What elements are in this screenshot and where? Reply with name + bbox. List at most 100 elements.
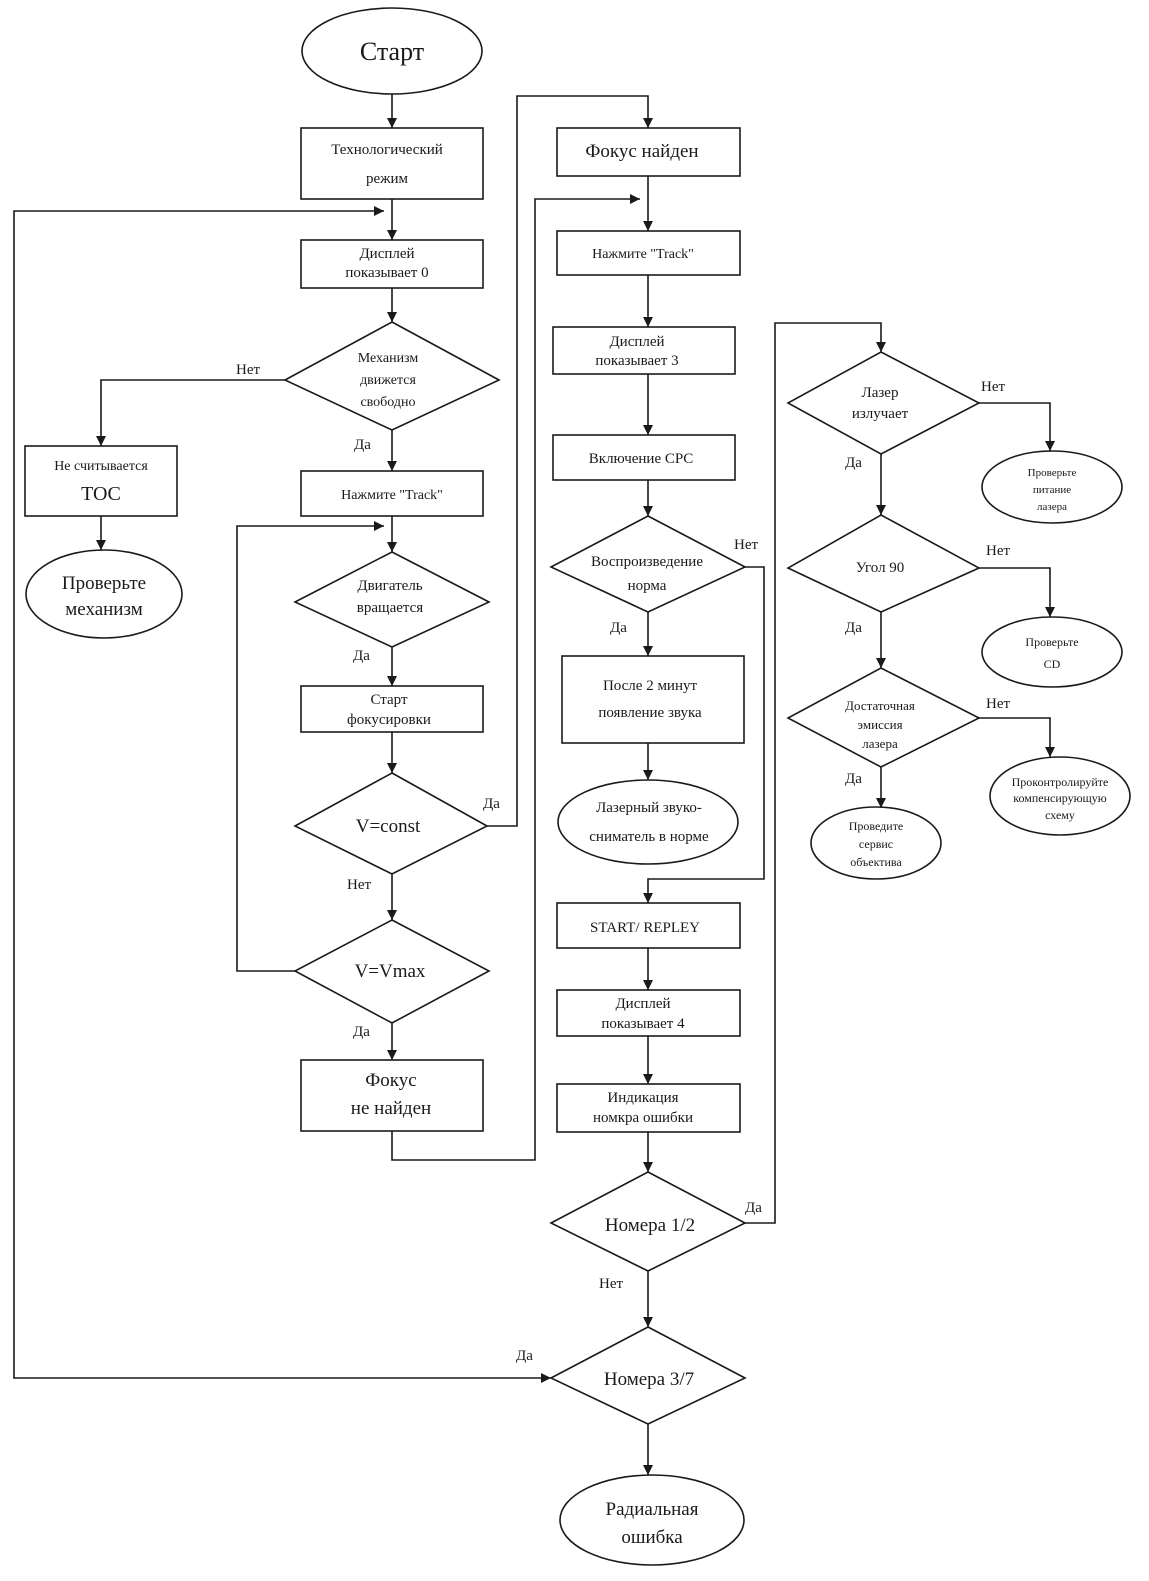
arrow-down [387,676,397,686]
arrow-down [643,425,653,435]
branch-yes-playback: Да [610,620,627,636]
arrow-down [643,317,653,327]
enough-emission-decision [786,667,981,768]
arrowheads [96,118,1055,1475]
arrow-down [1045,607,1055,617]
laser-emits-decision [786,351,981,455]
check-comp-node [989,756,1131,836]
branch-no-emission: Нет [986,696,1010,712]
edge-focusnf-track2 [391,198,640,1161]
edge-emission-checkcomp [979,717,1051,757]
edge-laser-checkpower [979,402,1051,451]
pickup-ok-label: Лазерный звуко-сниматель в норме [589,800,709,845]
arrow-down [1045,441,1055,451]
arrow-down [643,1162,653,1172]
branch-yes-vconst: Да [483,796,500,812]
num12-label: Номера 1/2 [605,1215,695,1236]
arrow-down [96,540,106,550]
arrow-right [630,194,640,204]
edge-angle-checkcd [979,567,1051,617]
branch-labels: Нет Да Да Да Нет Да Нет Да Да Нет Да Нет… [236,362,1010,1364]
arrow-down [96,436,106,446]
arrow-down [387,461,397,471]
arrow-down [387,230,397,240]
start-repley-box [556,902,741,949]
branch-no-num12: Нет [599,1276,623,1292]
num12-decision [549,1171,747,1272]
arrow-down [643,770,653,780]
angle90-label: Угол 90 [856,560,905,576]
tech-mode-box [300,127,484,200]
edge-num37-display0 [13,210,551,1379]
press-track1-label: Нажмите "Track" [341,488,443,503]
v-max-label: V=Vmax [355,961,426,982]
arrow-right [374,521,384,531]
playback-ok-decision [549,515,747,613]
branch-yes-vmax: Да [353,1024,370,1040]
arrow-down [387,542,397,552]
check-cd-node [981,616,1123,688]
edge-mech-notoc [100,379,285,446]
display0-box [300,239,484,289]
edge-vmax-loop [236,525,384,972]
num37-decision [549,1326,747,1425]
arrow-down [387,1050,397,1060]
focus-found-label: Фокус найден [585,141,698,162]
branch-no-angle: Нет [986,543,1010,559]
arrow-right [541,1373,551,1383]
branch-no-playback: Нет [734,537,758,553]
arrow-right [374,206,384,216]
branch-no-laser: Нет [981,379,1005,395]
arrow-down [643,1317,653,1327]
arrow-down [387,910,397,920]
arrow-down [643,893,653,903]
arrow-down [876,798,886,808]
branch-yes-num37: Да [516,1348,533,1364]
branch-no-mech: Нет [236,362,260,378]
arrow-down [387,312,397,322]
focus-found-box [556,127,741,177]
arrow-down [387,118,397,128]
branch-yes-emission: Да [845,771,862,787]
branch-yes-angle: Да [845,620,862,636]
focus-not-found-box [300,1059,484,1132]
v-const-label: V=const [356,816,421,837]
cpc-on-label: Включение CPC [589,451,693,467]
angle90-decision [786,514,981,613]
lens-service-node [810,806,942,880]
edge-playback-startrepley [647,566,765,903]
after2min-box [561,655,745,744]
press-track2-box [556,230,741,276]
radial-err-node [559,1474,745,1566]
arrow-down [387,763,397,773]
pickup-ok-node [557,779,739,865]
start-node [301,7,483,95]
check-power-node [981,450,1123,524]
no-toc-box [24,445,178,517]
arrow-down [643,1074,653,1084]
arrow-down [876,505,886,515]
start-focus-box [300,685,484,733]
branch-yes-laser: Да [845,455,862,471]
error-ind-box [556,1083,741,1133]
edge-vconst-focusfound [487,95,649,827]
v-const-decision [293,772,489,875]
v-max-decision [293,919,491,1024]
